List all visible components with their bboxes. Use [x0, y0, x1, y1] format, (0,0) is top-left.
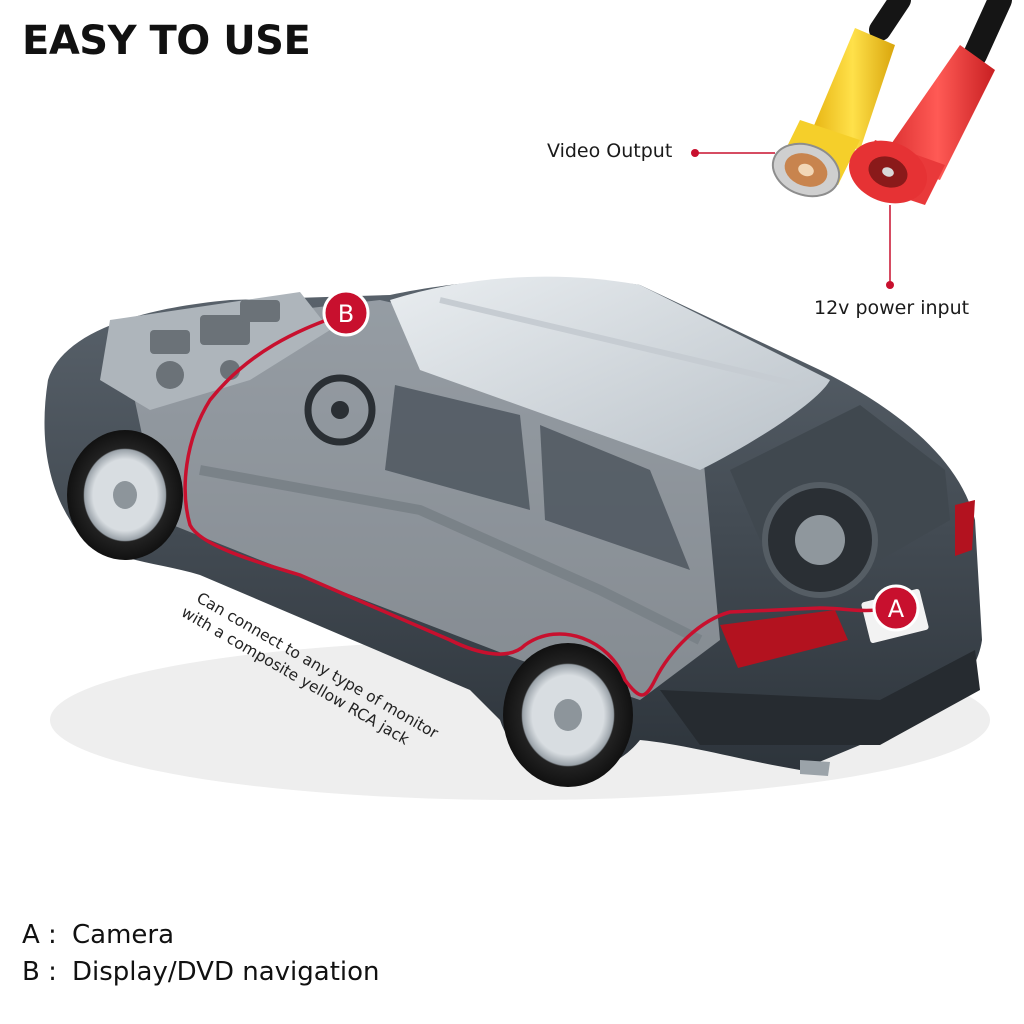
legend-item-camera: A : Camera: [22, 920, 174, 950]
legend-key: A :: [22, 920, 57, 950]
svg-text:B: B: [338, 300, 354, 328]
marker-a: A: [872, 584, 920, 632]
page-title: EASY TO USE: [22, 18, 311, 64]
front-wheel: [67, 430, 183, 560]
car-cutaway: [44, 276, 990, 800]
power-input-label: 12v power input: [814, 297, 970, 319]
legend-text: Display/DVD navigation: [72, 957, 380, 987]
yellow-rca-plug: [771, 28, 895, 198]
video-output-label: Video Output: [547, 140, 673, 162]
rear-wheel: [503, 643, 633, 787]
legend-key: B :: [22, 957, 57, 987]
legend-text: Camera: [72, 920, 175, 950]
rca-connectors: [691, 0, 1012, 289]
red-dc-plug: [849, 45, 995, 205]
legend-item-display: B : Display/DVD navigation: [22, 957, 380, 987]
camera-cable-route: [183, 316, 877, 697]
marker-b: B: [322, 289, 370, 337]
svg-text:A: A: [888, 595, 905, 623]
